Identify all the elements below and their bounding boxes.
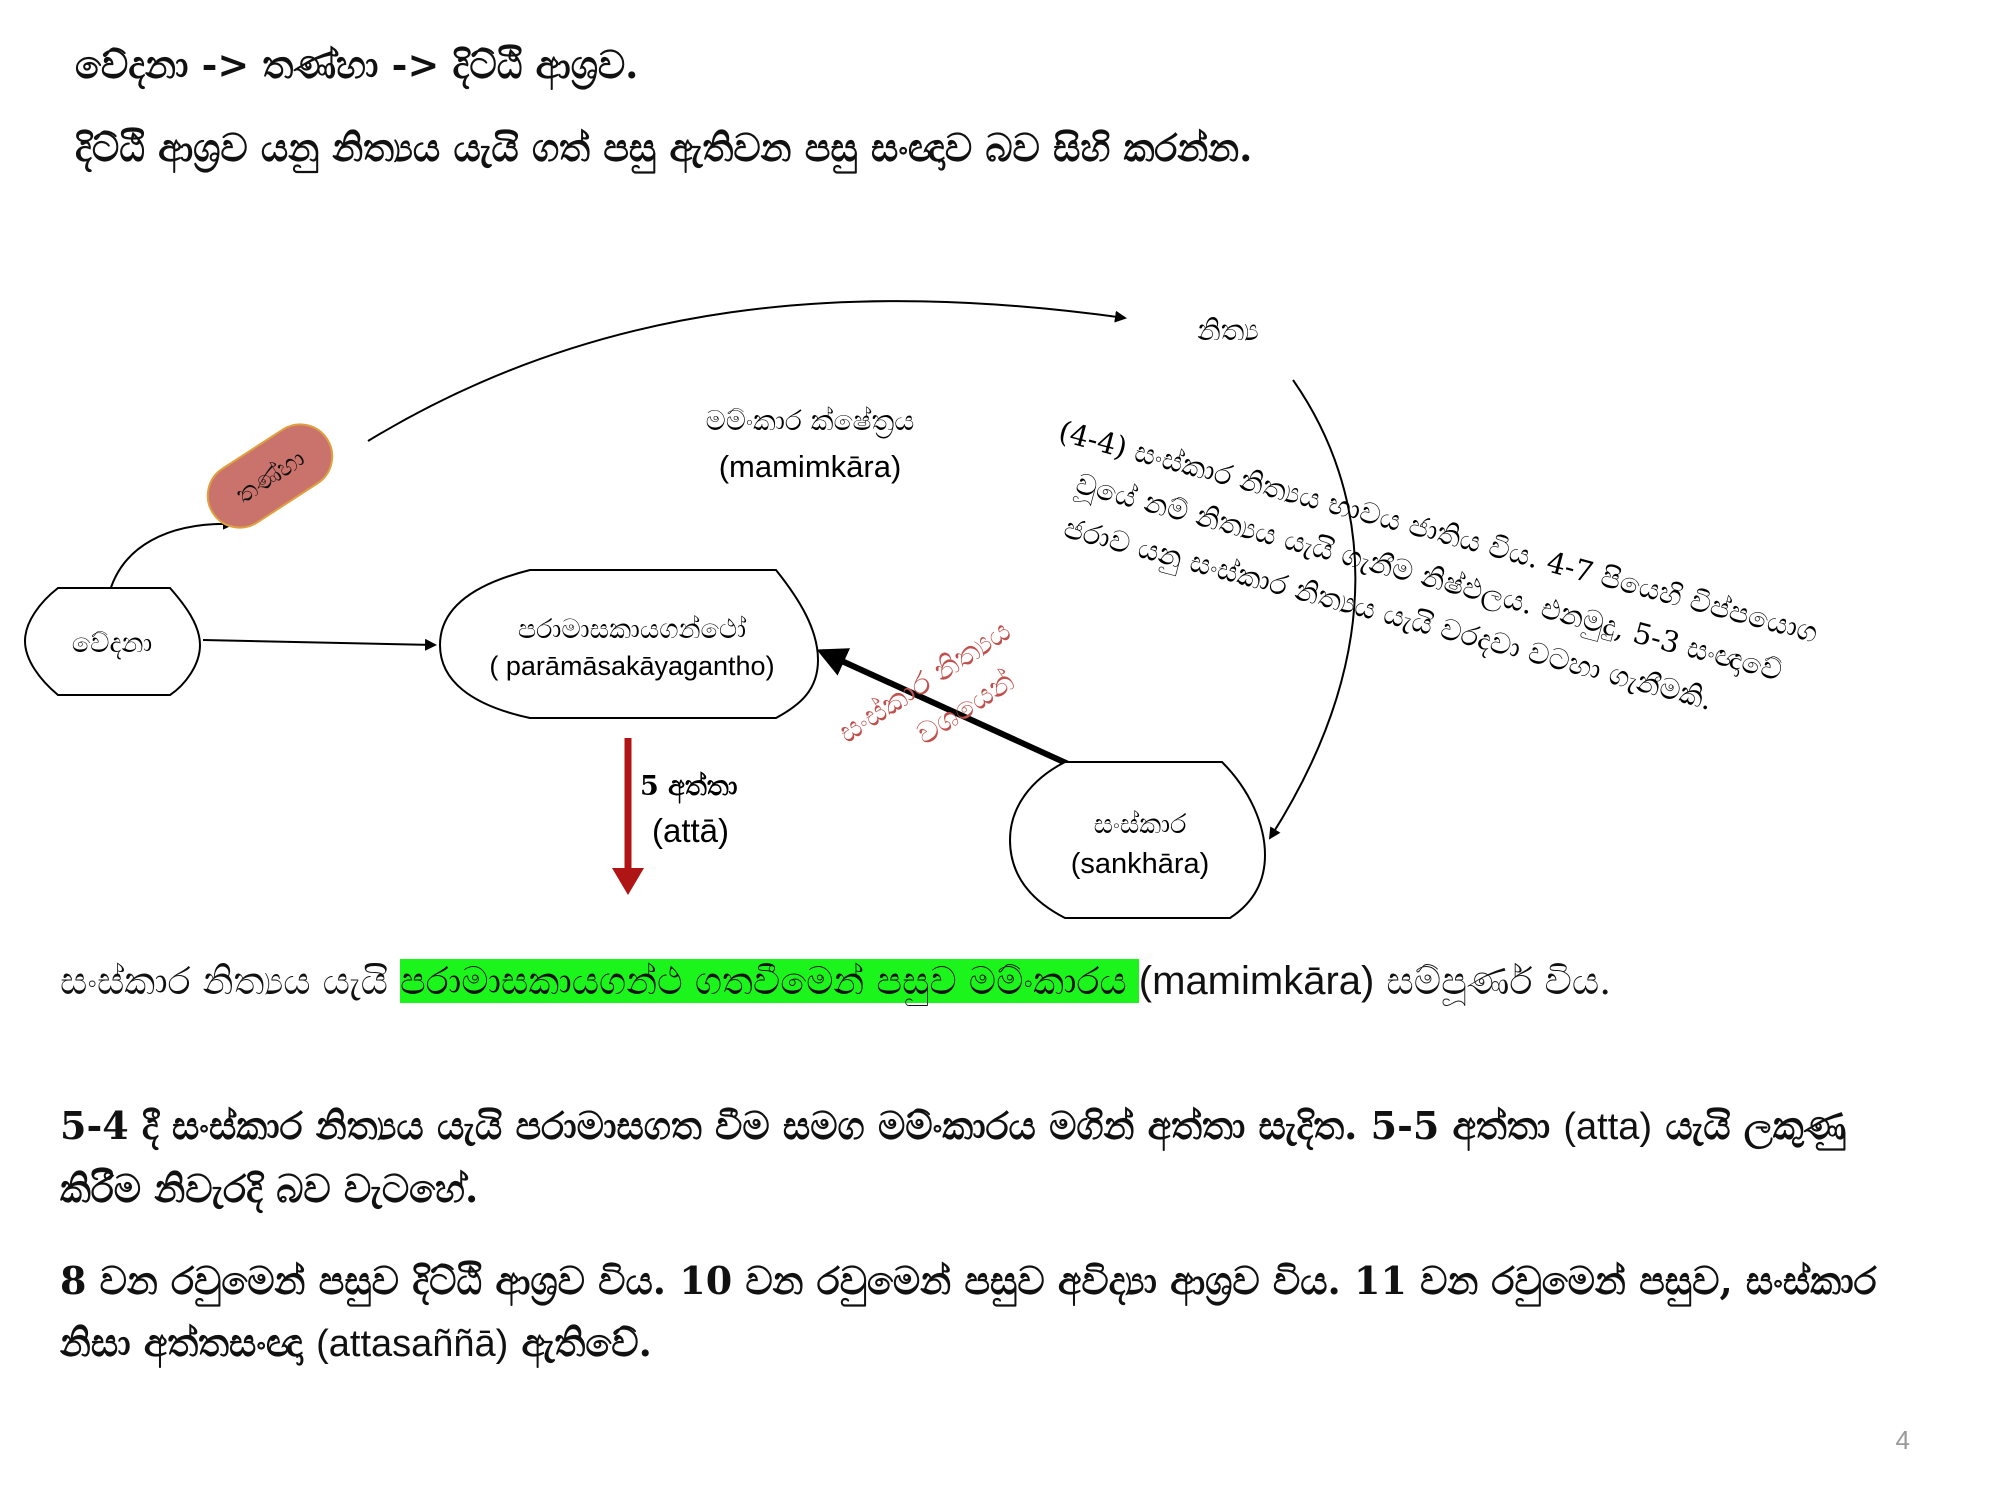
p1-highlight: පරාමාසකායගන්ථ ගතවීමෙන් පසුව මම්ංකාරය bbox=[400, 959, 1139, 1003]
sankhara-sinhala: සංස්කාර bbox=[1094, 809, 1187, 840]
p1-post: සම්පූර්ණ විය. bbox=[1374, 959, 1612, 1003]
tanha-node: තණ්හා bbox=[206, 423, 334, 529]
vedana-node bbox=[23, 587, 202, 696]
arrow-sankhara-to-paramasa bbox=[816, 648, 1079, 771]
mamimkara-latin: (mamimkāra) bbox=[719, 449, 902, 484]
atta-sinhala: 5 අත්තා bbox=[640, 771, 738, 804]
p1-latin: (mamimkāra) bbox=[1138, 959, 1375, 1003]
sankhara-nichcha-red-label: සංස්කාර නිත්‍යය වශයෙන් bbox=[832, 613, 1021, 752]
arrow-nichcha-to-sankhara bbox=[1268, 379, 1357, 840]
p2-latin: (atta) bbox=[1563, 1106, 1653, 1148]
arrow-down-to-atta-head bbox=[612, 868, 644, 895]
p2-b: යැයි ලකුණු කිරීම නිවැරදි බව වැටහේ. bbox=[60, 1103, 1847, 1211]
paramasa-sinhala: පරාමාසකායගන්ථෝ bbox=[518, 614, 746, 645]
arrow-vedana-to-tanha bbox=[107, 517, 235, 599]
vedana-label: වේදනා bbox=[72, 628, 153, 659]
paragraph-3: 8 වන රවුමෙන් පසුව දිට්ඨි ආශ්‍රව විය. 10 … bbox=[60, 1250, 1920, 1375]
sankhara-latin: (sankhāra) bbox=[1071, 848, 1210, 880]
p3-b: ඇතිවේ. bbox=[508, 1320, 652, 1365]
p2-a: 5-4 දී සංස්කාර නිත්‍යය යැයි පරාමාසගත වීම… bbox=[60, 1103, 1564, 1148]
p3-a: 8 වන රවුමෙන් පසුව දිට්ඨි ආශ්‍රව විය. 10 … bbox=[60, 1258, 1877, 1365]
p3-latin: (attasaññā) bbox=[316, 1323, 509, 1365]
rotated-note: (4-4) සංස්කාර නිත්‍යය භාවය ජාතිය විය. 4-… bbox=[1055, 414, 1821, 718]
paramasa-latin: ( parāmāsakāyagantho) bbox=[489, 651, 774, 681]
paragraph-2: 5-4 දී සංස්කාර නිත්‍යය යැයි පරාමාසගත වීම… bbox=[60, 1095, 1920, 1220]
p1-pre: සංස්කාර නිත්‍යය යැයි bbox=[60, 959, 401, 1003]
nichcha-label: නිත්‍ය bbox=[1197, 313, 1259, 347]
paragraph-1: සංස්කාර නිත්‍යය යැයි පරාමාසකායගන්ථ ගතවීම… bbox=[60, 950, 1920, 1012]
arrow-vedana-to-paramasa bbox=[202, 638, 437, 651]
mamimkara-sinhala: මම්ංකාර ක්ෂේත්‍රය bbox=[706, 404, 915, 438]
atta-latin: (attā) bbox=[652, 812, 729, 849]
page-number: 4 bbox=[1895, 1425, 1910, 1455]
arrow-tanha-to-nichcha bbox=[367, 300, 1127, 442]
header-line-2: දිට්ඨි ආශ්‍රව යනු නිත්‍යය යැයි ගත් පසු ඇ… bbox=[75, 125, 1253, 170]
header-line-1: වේදනා -> තණ්හා -> දිට්ඨි ආශ්‍රව. bbox=[75, 42, 639, 87]
sankhara-node bbox=[1008, 761, 1267, 919]
paramasa-node bbox=[438, 569, 820, 719]
